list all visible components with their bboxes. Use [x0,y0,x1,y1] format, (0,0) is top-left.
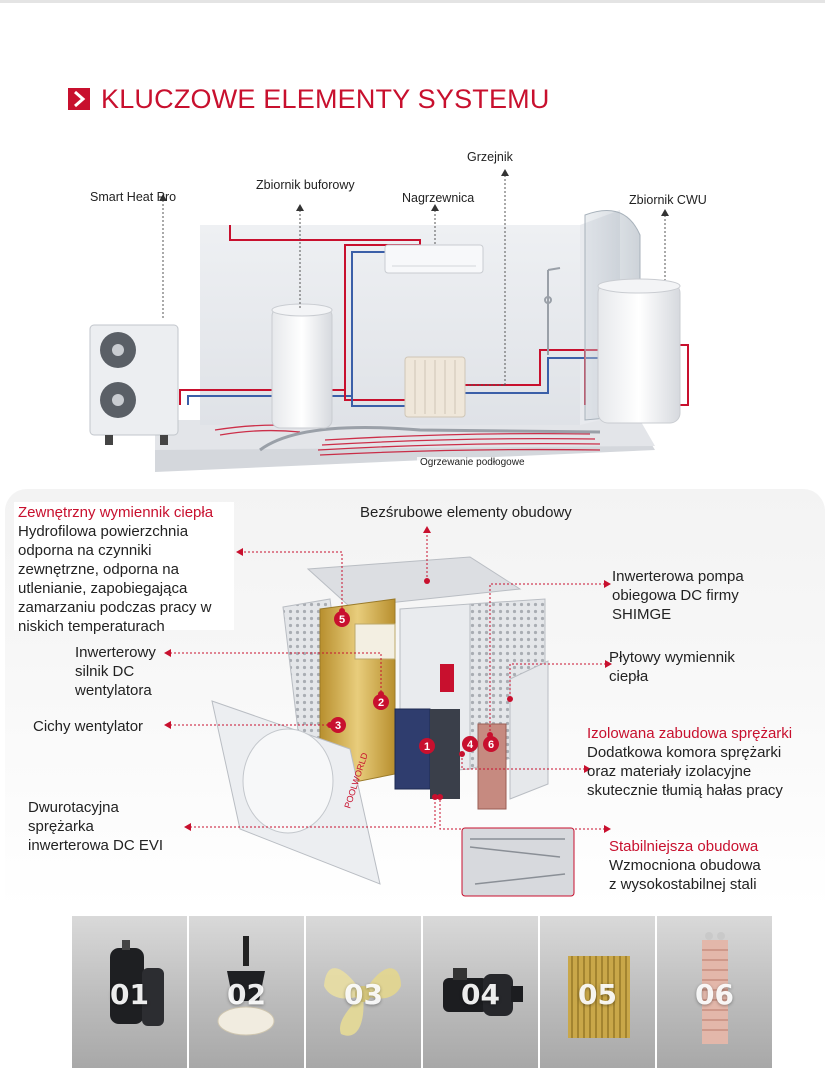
marker-1: 1 [424,741,430,753]
compressor-housing-title: Izolowana zabudowa sprężarki [587,725,793,742]
fan-description: Cichy wentylator [33,718,144,735]
thumbnail-05: 05 [540,916,655,1068]
label-smart-heat-pro: Smart Heat Pro [90,190,177,204]
fan-motor-icon [217,936,275,1036]
fin-exchanger-icon [568,956,630,1038]
dhw-tank-illustration [597,278,681,424]
chevron-right-icon [68,88,90,110]
top-divider [0,0,825,3]
label-radiator: Grzejnik [467,150,513,164]
buffer-tank-illustration [271,303,333,429]
marker-6: 6 [488,739,494,751]
thumbnail-03: 03 [306,916,421,1068]
compressor-description: Dwurotacyjna sprężarka inwerterowa DC EV… [28,799,164,854]
fan-blade-icon [324,968,401,1036]
thumbnail-04: 04 [423,916,538,1068]
page-title: KLUCZOWE ELEMENTY SYSTEMU [101,84,550,114]
casing-description: Wzmocniona obudowa z wysokostabilnej sta… [609,857,761,893]
shower-illustration [544,267,561,355]
outdoor-unit-illustration [89,324,179,445]
component-thumbnails: 01 02 03 04 [72,916,772,1068]
label-dhw-tank: Zbiornik CWU [629,193,707,207]
marker-2: 2 [378,697,384,709]
marker-4: 4 [467,739,474,751]
pump-description: Inwerterowa pompa obiegowa DC firmy SHIM… [612,568,744,623]
marker-5: 5 [339,614,345,626]
thumbnail-02: 02 [189,916,304,1068]
screwless-title: Bezśrubowe elementy obudowy [360,504,572,521]
fan-motor-description: Inwerterowy silnik DC wentylatora [75,644,156,699]
label-buffer-tank: Zbiornik buforowy [256,178,355,192]
thumbnail-01: 01 [72,916,187,1068]
plate-exchanger-description: Płytowy wymiennik ciepła [609,649,735,685]
label-floor-heating: Ogrzewanie podłogowe [417,457,528,468]
heating-system-diagram [89,169,689,472]
plate-exchanger-icon [702,932,728,1044]
external-exchanger-title: Zewnętrzny wymiennik ciepła [18,504,214,521]
fan-coil-illustration [384,244,484,274]
pump-icon [443,968,523,1016]
radiator-illustration [404,356,466,418]
label-fan-coil: Nagrzewnica [402,191,475,205]
compressor-housing-description: Dodatkowa komora sprężarki oraz materiał… [587,744,783,799]
casing-title: Stabilniejsza obudowa [609,838,759,855]
exploded-unit-diagram: POOLWORLD 1 2 3 4 5 6 [164,526,612,897]
compressor-icon [110,940,164,1026]
marker-3: 3 [335,720,341,732]
external-exchanger-description: Hydrofilowa powierzchnia odporna na czyn… [18,523,212,635]
thumbnail-06: 06 [657,916,772,1068]
